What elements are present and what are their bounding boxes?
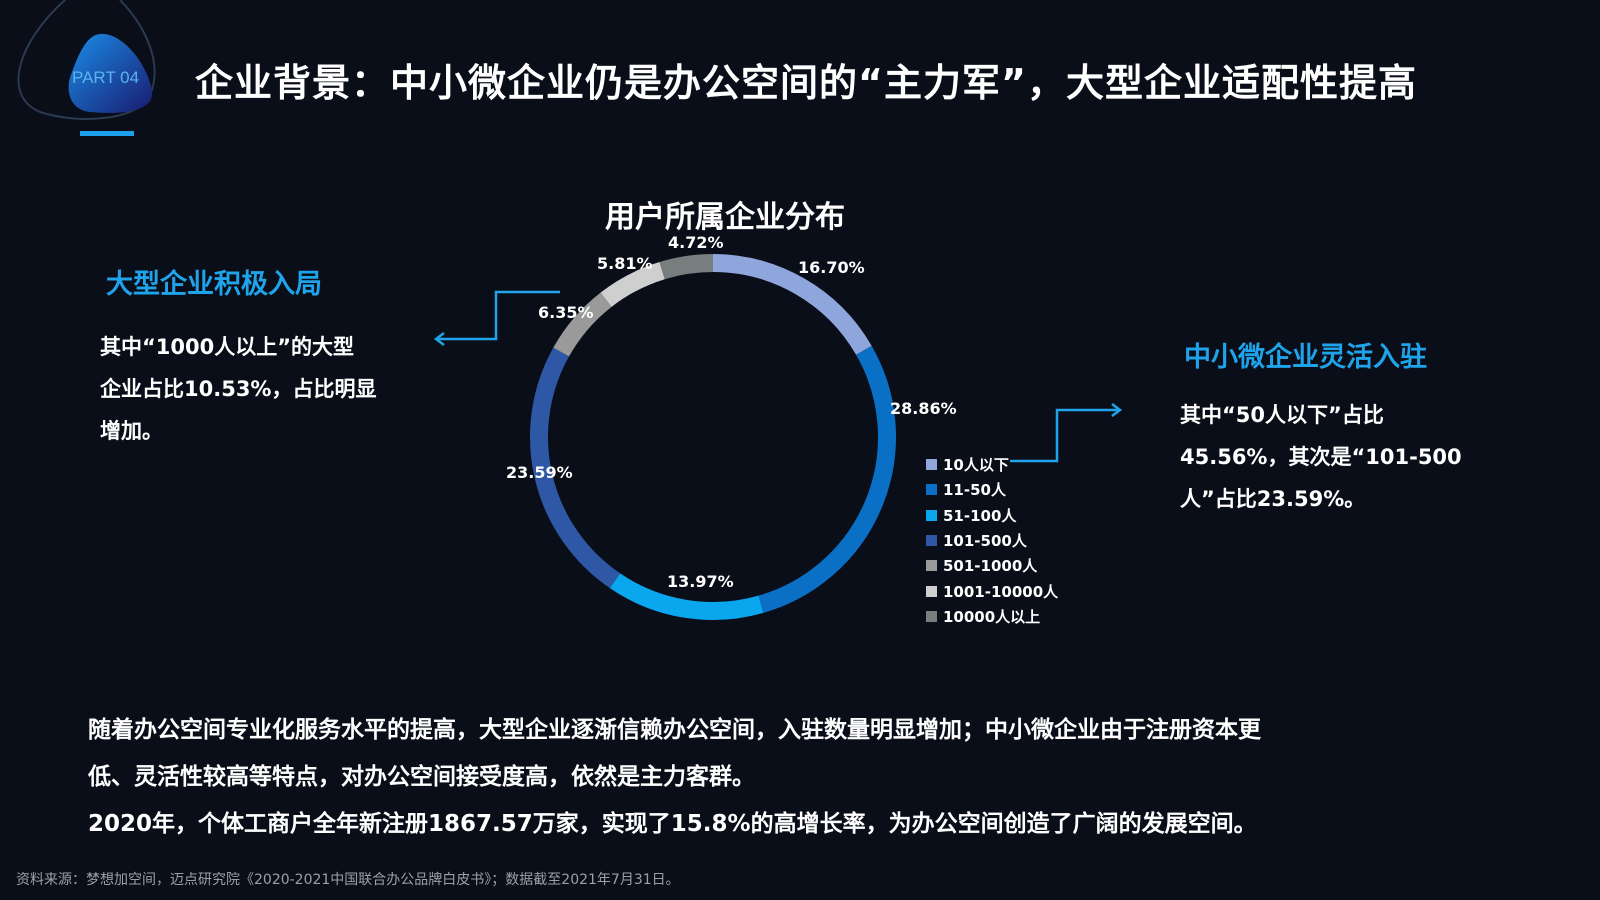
source-note: 资料来源：梦想加空间，迈点研究院《2020-2021中国联合办公品牌白皮书》；数…	[16, 872, 680, 888]
left-text: 其中“1000人以上”的大型 企业占比10.53%，占比明显 增加。	[100, 326, 376, 452]
donut-slice-3	[530, 347, 621, 589]
left-arrow-icon	[436, 290, 560, 341]
legend-label: 10000人以上	[943, 607, 1041, 626]
right-arrow-icon	[1010, 408, 1120, 463]
donut-slice-1	[758, 345, 896, 613]
donut-slice-0	[712, 254, 872, 355]
data-label: 6.35%	[538, 303, 594, 322]
legend-item: 51-100人	[926, 505, 1016, 526]
donut-slice-5	[600, 261, 665, 307]
body-line: 低、灵活性较高等特点，对办公空间接受度高，依然是主力客群。	[88, 764, 755, 790]
text-line: 增加。	[100, 419, 163, 443]
legend-label: 101-500人	[943, 531, 1027, 550]
right-text: 其中“50人以下”占比 45.56%，其次是“101-500 人”占比23.59…	[1180, 394, 1462, 520]
data-label: 16.70%	[798, 258, 865, 277]
part-badge-logo	[17, 0, 156, 120]
data-label: 13.97%	[667, 572, 734, 591]
legend-swatch	[926, 534, 937, 546]
legend-swatch	[926, 459, 937, 470]
text-line: 45.56%，其次是“101-500	[1180, 445, 1462, 469]
donut-slice-6	[659, 254, 714, 280]
left-heading: 大型企业积极入局	[106, 269, 322, 300]
part-number: PART 04	[72, 68, 140, 87]
data-label: 4.72%	[668, 233, 724, 252]
legend-swatch	[926, 484, 937, 496]
legend-item: 501-1000人	[926, 555, 1037, 576]
text-line: 其中“1000人以上”的大型	[100, 335, 355, 359]
body-line: 随着办公空间专业化服务水平的提高，大型企业逐渐信赖办公空间，入驻数量明显增加；中…	[88, 717, 1261, 743]
text-line: 企业占比10.53%，占比明显	[100, 377, 377, 401]
legend-label: 501-1000人	[943, 557, 1038, 576]
data-label: 28.86%	[890, 399, 957, 418]
legend-item: 101-500人	[926, 530, 1027, 551]
legend-item: 10人以下	[926, 454, 1009, 475]
legend-item: 1001-10000人	[926, 581, 1058, 602]
text-line: 其中“50人以下”占比	[1180, 403, 1384, 427]
legend-label: 10人以下	[943, 456, 1009, 474]
legend-swatch	[926, 560, 937, 572]
accent-underline	[80, 131, 134, 136]
legend-label: 11-50人	[943, 481, 1006, 500]
donut-slice-2	[609, 573, 764, 620]
legend-label: 1001-10000人	[943, 582, 1059, 601]
legend-swatch	[926, 610, 937, 622]
data-label: 23.59%	[506, 463, 573, 482]
chart-title: 用户所属企业分布	[605, 200, 845, 235]
page-title: 企业背景：中小微企业仍是办公空间的“主力军”，大型企业适配性提高	[195, 61, 1417, 105]
right-heading: 中小微企业灵活入驻	[1184, 342, 1427, 373]
legend-swatch	[926, 585, 937, 597]
legend-label: 51-100人	[943, 506, 1017, 525]
body-line: 2020年，个体工商户全年新注册1867.57万家，实现了15.8%的高增长率，…	[88, 811, 1257, 837]
donut-slice-4	[553, 292, 612, 357]
legend-swatch	[926, 509, 937, 521]
data-label: 5.81%	[597, 254, 653, 273]
text-line: 人”占比23.59%。	[1180, 487, 1366, 511]
legend-item: 10000人以上	[926, 606, 1040, 627]
legend-item: 11-50人	[926, 479, 1006, 500]
